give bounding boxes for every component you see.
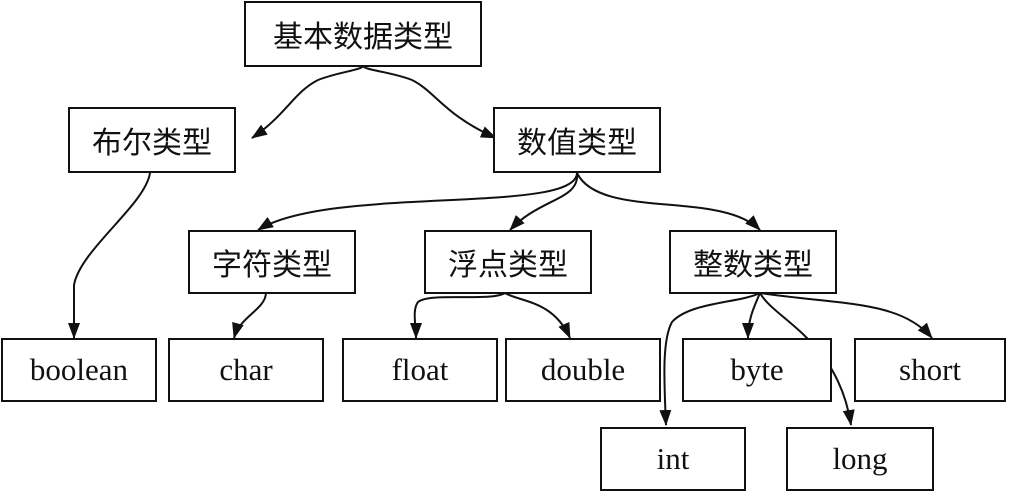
node-int: int — [600, 427, 746, 491]
node-short: short — [854, 338, 1006, 402]
node-primitive-types: 基本数据类型 — [244, 1, 482, 67]
edge-root-to-numeric-type — [362, 65, 497, 139]
node-char: char — [168, 338, 324, 402]
edge-char-type-to-char — [232, 292, 267, 339]
edge-numeric-type-to-float-type — [509, 172, 579, 231]
edge-numeric-type-to-char-type — [257, 172, 578, 231]
node-boolean-type: 布尔类型 — [68, 107, 236, 173]
node-float: float — [342, 338, 498, 402]
edge-float-type-to-float — [409, 292, 506, 339]
edge-integer-type-to-long — [759, 292, 855, 426]
node-char-type: 字符类型 — [188, 230, 356, 294]
node-double: double — [505, 338, 661, 402]
edge-numeric-type-to-integer-type — [576, 172, 761, 231]
node-integer-type: 整数类型 — [669, 230, 837, 294]
edge-integer-type-to-byte — [742, 292, 761, 339]
node-float-type: 浮点类型 — [424, 230, 592, 294]
edge-float-type-to-double — [504, 292, 571, 339]
edge-integer-type-to-short — [759, 292, 933, 339]
node-long: long — [786, 427, 934, 491]
node-boolean: boolean — [1, 338, 157, 402]
edge-root-to-boolean-type — [251, 65, 364, 139]
node-numeric-type: 数值类型 — [493, 107, 661, 173]
node-byte: byte — [682, 338, 832, 402]
edge-integer-type-to-int — [659, 292, 761, 426]
edge-boolean-type-to-boolean — [68, 172, 151, 339]
